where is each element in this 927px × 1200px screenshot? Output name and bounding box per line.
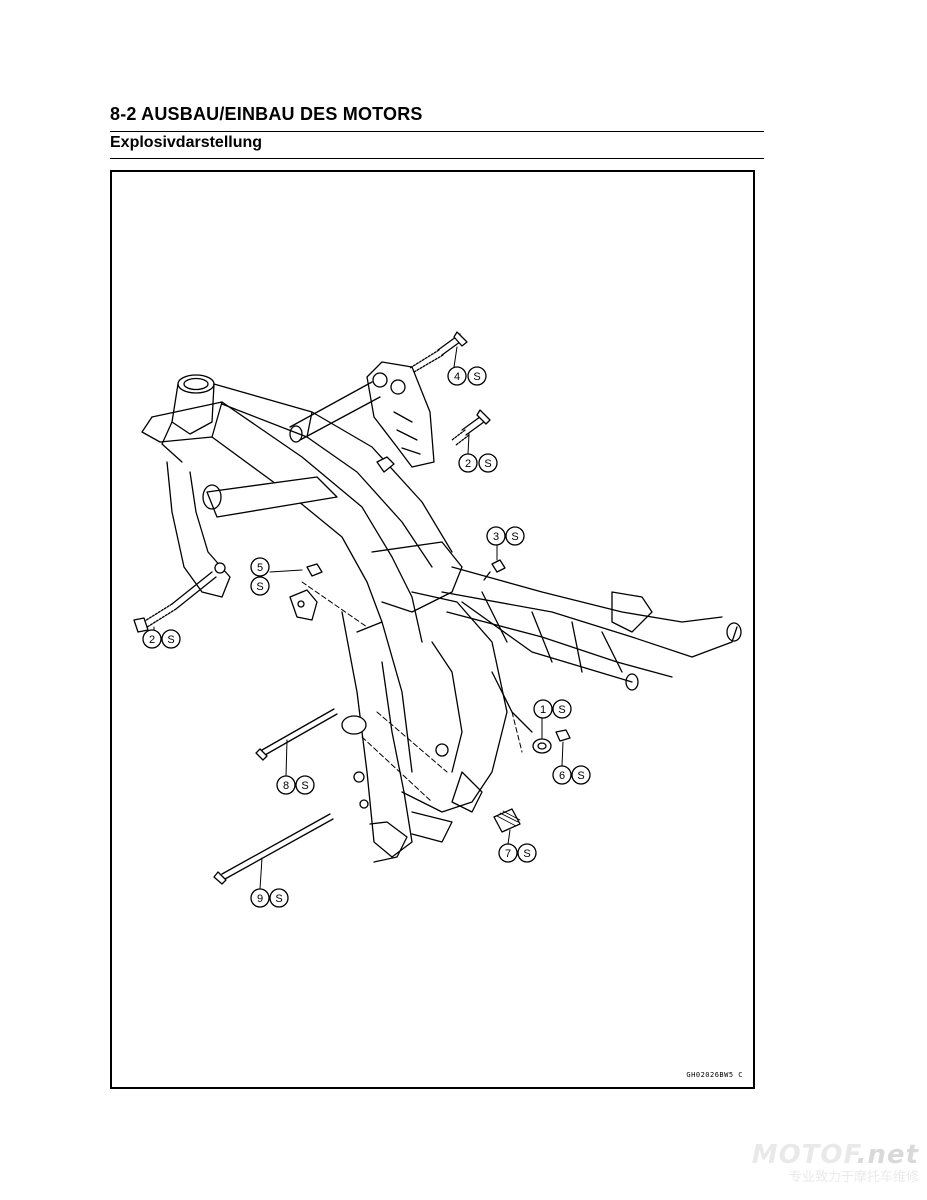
callout-7-s: 7 S: [498, 829, 537, 863]
callout-3-number: 3: [493, 531, 499, 543]
nut-6: [555, 729, 571, 742]
logo-tagline: 专业致力于摩托车维修: [788, 1170, 919, 1185]
logo-text: MOTOF.net: [751, 1140, 919, 1170]
callout-8-number: 8: [283, 780, 289, 792]
callout-4-s: 4 S: [447, 346, 487, 386]
callout-2-left-number: 2: [149, 634, 155, 646]
bolt-8: [255, 708, 338, 761]
callout-6-s: 6 S: [552, 741, 591, 785]
pivot-section: [371, 541, 508, 843]
callout-9-symbol: S: [275, 893, 282, 905]
callout-9-s: 9 S: [250, 857, 289, 908]
callout-5-symbol: S: [256, 581, 263, 593]
main-frame-spar-left: [141, 401, 423, 643]
steering-head: [161, 374, 215, 463]
spacer-7: [493, 808, 521, 833]
callout-9-number: 9: [257, 893, 263, 905]
callout-1-symbol: S: [558, 704, 565, 716]
watermark-logo: MOTOF.net 专业致力于摩托车维修: [752, 1140, 919, 1185]
callout-6-number: 6: [559, 770, 565, 782]
callout-5-s: 5 S: [250, 557, 303, 596]
callout-4-number: 4: [454, 371, 460, 383]
callout-5-number: 5: [257, 562, 263, 574]
engine-cradle: [166, 461, 413, 863]
section-rule: [110, 158, 764, 159]
bolt-2-left: [133, 562, 226, 633]
callout-2-s-upper: 2 S: [458, 433, 498, 473]
callout-8-symbol: S: [301, 780, 308, 792]
callout-1-number: 1: [540, 704, 546, 716]
figure-code: GH02026BW5 C: [686, 1071, 743, 1079]
callout-7-number: 7: [505, 848, 511, 860]
callout-3-symbol: S: [511, 531, 518, 543]
callout-7-symbol: S: [523, 848, 530, 860]
engine-mount-bracket-top: [366, 361, 435, 468]
leader-lines: [301, 581, 523, 803]
main-frame-spar-right: [213, 383, 453, 568]
bolt-3: [483, 559, 506, 581]
callout-2-s-left: 2 S: [142, 626, 181, 649]
callout-6-symbol: S: [577, 770, 584, 782]
cross-tubes: [202, 381, 381, 518]
bolt-2-upper: [376, 409, 491, 473]
callout-1-s: 1 S: [533, 699, 572, 739]
bolt-4: [409, 331, 468, 373]
callout-4-symbol: S: [473, 371, 480, 383]
callout-2-upper-number: 2: [465, 458, 471, 470]
nut-5-and-bracket: [289, 563, 323, 621]
collar-1: [532, 738, 552, 754]
section-title: Explosivdarstellung: [110, 134, 263, 151]
callout-2-upper-symbol: S: [484, 458, 491, 470]
callout-3-s: 3 S: [486, 526, 525, 561]
page-title: 8-2 AUSBAU/EINBAU DES MOTORS: [110, 104, 423, 124]
exploded-view-figure: 4 S 2 S 3 S 5 S 2 S: [110, 170, 755, 1089]
callout-8-s: 8 S: [276, 739, 315, 795]
title-rule: [110, 131, 764, 132]
rear-subframe: [441, 566, 742, 733]
callout-2-left-symbol: S: [167, 634, 174, 646]
bolt-9: [213, 813, 334, 885]
frame-drawing: 4 S 2 S 3 S 5 S 2 S: [133, 331, 742, 908]
